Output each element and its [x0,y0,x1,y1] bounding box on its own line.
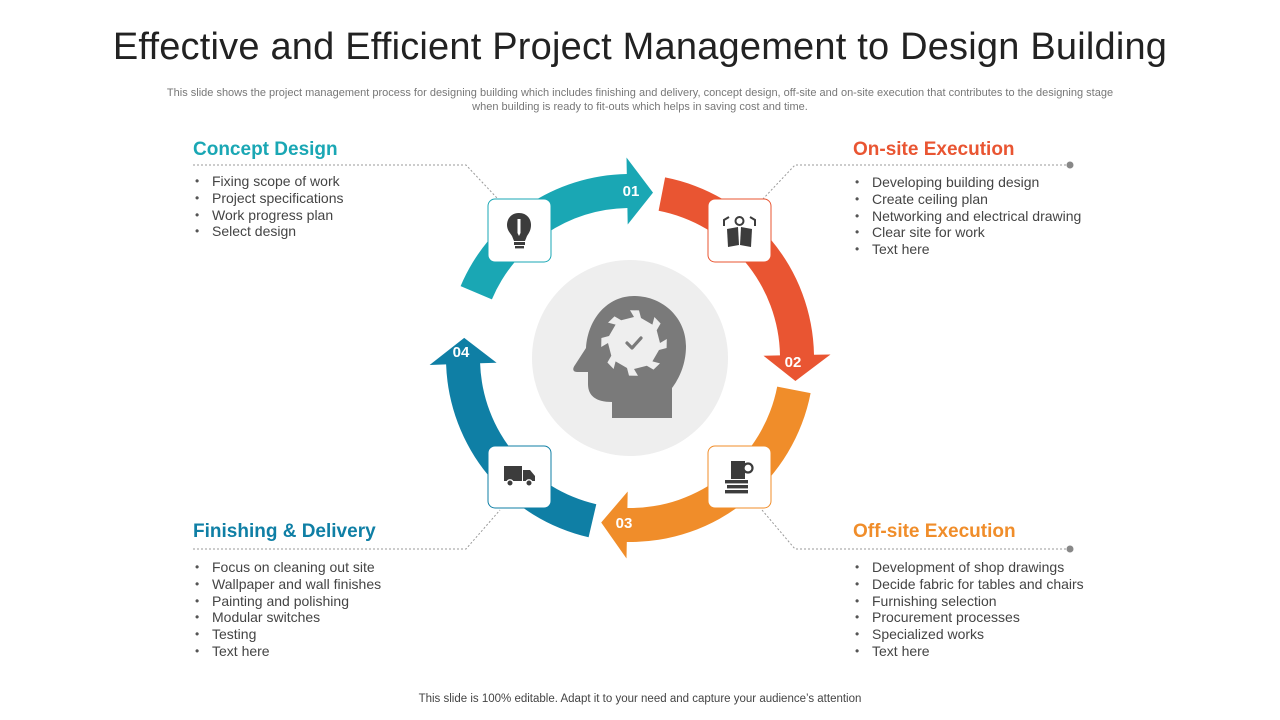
finishing-delivery-icon-box [487,445,552,509]
onsite-execution-list: Developing building designCreate ceiling… [853,174,1081,258]
finishing-delivery-item: Focus on cleaning out site [193,559,381,576]
concept-design-icon-box [487,198,552,263]
offsite-execution-icon-box [707,445,772,509]
connector-concept [193,164,498,199]
onsite-execution-item: Create ceiling plan [853,191,1081,208]
delivery-truck-icon [504,466,535,487]
connector-dot-offsite [1066,545,1074,553]
connector-finishing [193,509,501,550]
connector-onsite [761,164,1070,201]
finishing-delivery-list: Focus on cleaning out siteWallpaper and … [193,559,381,660]
page-title: Effective and Efficient Project Manageme… [112,26,1168,68]
cycle-arrow-04 [429,337,597,538]
step-number-03: 03 [616,515,633,532]
finishing-delivery-item: Text here [193,643,381,660]
page-subtitle: This slide shows the project management … [166,87,1114,113]
offsite-execution-item: Decide fabric for tables and chairs [853,576,1084,593]
offsite-execution-list: Development of shop drawingsDecide fabri… [853,559,1084,660]
lightbulb-pencil-icon [507,213,531,249]
footer-note: This slide is 100% editable. Adapt it to… [418,693,862,705]
cycle-arrow-03 [601,386,811,559]
finishing-delivery-item: Wallpaper and wall finishes [193,576,381,593]
finishing-delivery-heading: Finishing & Delivery [193,521,376,542]
offsite-execution-heading: Off-site Execution [853,521,1016,542]
onsite-execution-item: Developing building design [853,174,1081,191]
concept-design-item: Select design [193,223,344,240]
offsite-execution-item: Development of shop drawings [853,559,1084,576]
offsite-execution-item: Specialized works [853,626,1084,643]
concept-design-item: Fixing scope of work [193,173,344,190]
onsite-execution-icon-box [707,198,772,263]
offsite-execution-item: Text here [853,643,1084,660]
connector-dot-onsite [1066,161,1074,169]
connector-offsite [761,509,1070,550]
finishing-delivery-item: Painting and polishing [193,593,381,610]
onsite-execution-item: Text here [853,241,1081,258]
step-number-01: 01 [623,183,640,200]
offsite-execution-item: Furnishing selection [853,593,1084,610]
onsite-execution-item: Clear site for work [853,224,1081,241]
finishing-delivery-item: Testing [193,626,381,643]
concept-design-heading: Concept Design [193,139,338,160]
book-gear-icon [723,216,756,247]
finishing-delivery-item: Modular switches [193,609,381,626]
step-number-04: 04 [453,344,470,361]
onsite-execution-heading: On-site Execution [853,139,1015,160]
connector-lines [193,164,1070,550]
concept-design-item: Project specifications [193,190,344,207]
concept-design-list: Fixing scope of workProject specificatio… [193,173,344,240]
onsite-execution-item: Networking and electrical drawing [853,208,1081,225]
cycle-arrow-01 [460,157,653,300]
documents-gear-icon [725,461,754,494]
cycle-arrow-02 [658,177,831,381]
offsite-execution-item: Procurement processes [853,609,1084,626]
concept-design-item: Work progress plan [193,207,344,224]
head-gear-check-icon [573,296,686,418]
step-number-02: 02 [785,354,802,371]
